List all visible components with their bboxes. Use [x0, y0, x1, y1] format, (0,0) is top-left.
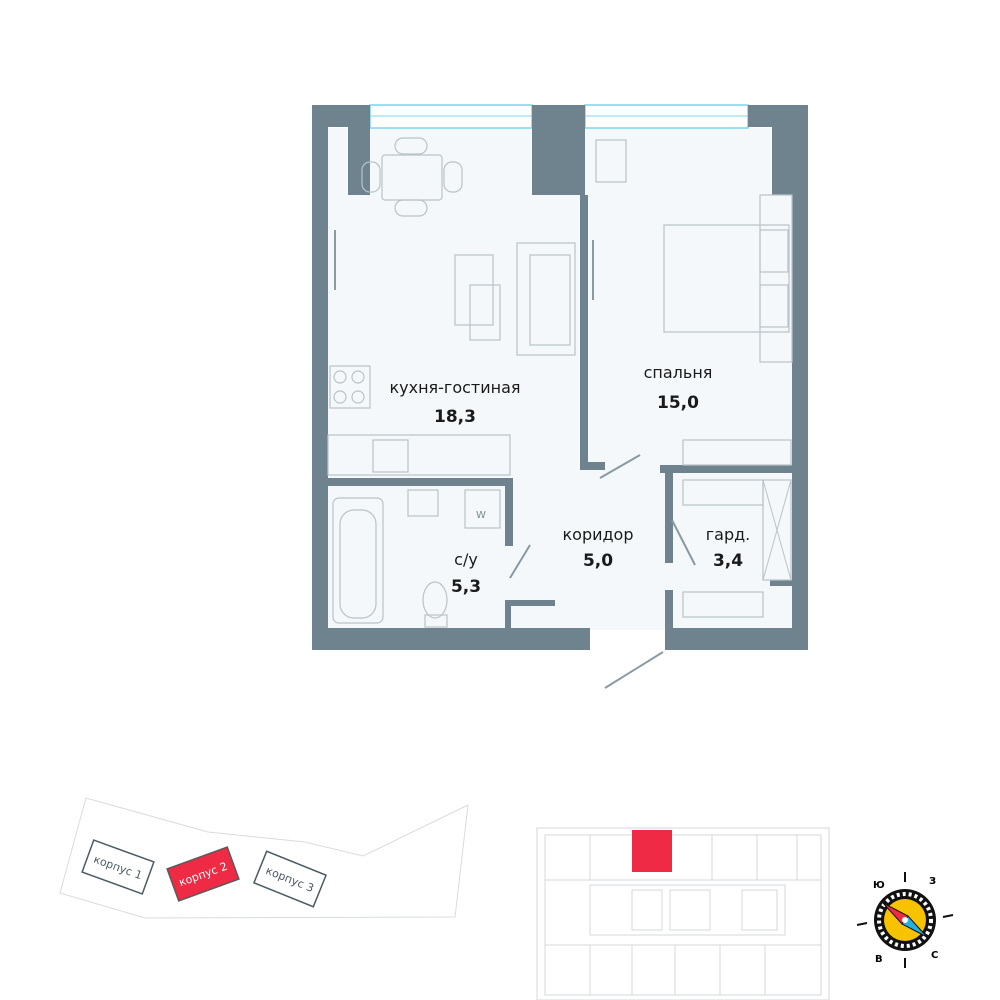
- room-area-kitchen-living: 18,3: [434, 407, 476, 427]
- walls: [312, 105, 808, 650]
- room-labels: кухня-гостиная 18,3 спальня 15,0 коридор…: [389, 363, 750, 597]
- building-1[interactable]: корпус 1: [81, 839, 155, 895]
- site-plan: корпус 1 корпус 2 корпус 3: [59, 797, 469, 919]
- room-area-corridor: 5,0: [583, 551, 613, 571]
- room-name-bedroom: спальня: [644, 363, 713, 382]
- selected-apartment-marker: [632, 830, 672, 872]
- svg-text:С: С: [931, 950, 938, 961]
- room-name-bathroom: с/у: [454, 550, 478, 569]
- room-area-bedroom: 15,0: [657, 393, 699, 413]
- building-floor-plan: [536, 827, 830, 1000]
- room-name-kitchen-living: кухня-гостиная: [389, 378, 520, 397]
- svg-text:В: В: [875, 954, 883, 965]
- svg-text:Ю: Ю: [873, 880, 885, 891]
- room-name-corridor: коридор: [562, 525, 633, 544]
- washer-label: W: [476, 510, 486, 521]
- room-area-wardrobe: 3,4: [713, 551, 743, 571]
- apartment-floor: [328, 128, 793, 630]
- compass-icon: Ю З В С: [856, 872, 954, 968]
- doors: [334, 230, 696, 689]
- svg-text:З: З: [929, 876, 936, 887]
- building-2-selected[interactable]: корпус 2: [166, 846, 240, 902]
- building-3[interactable]: корпус 3: [252, 850, 328, 908]
- room-area-bathroom: 5,3: [451, 577, 481, 597]
- room-name-wardrobe: гард.: [706, 525, 751, 544]
- furniture: [327, 137, 793, 628]
